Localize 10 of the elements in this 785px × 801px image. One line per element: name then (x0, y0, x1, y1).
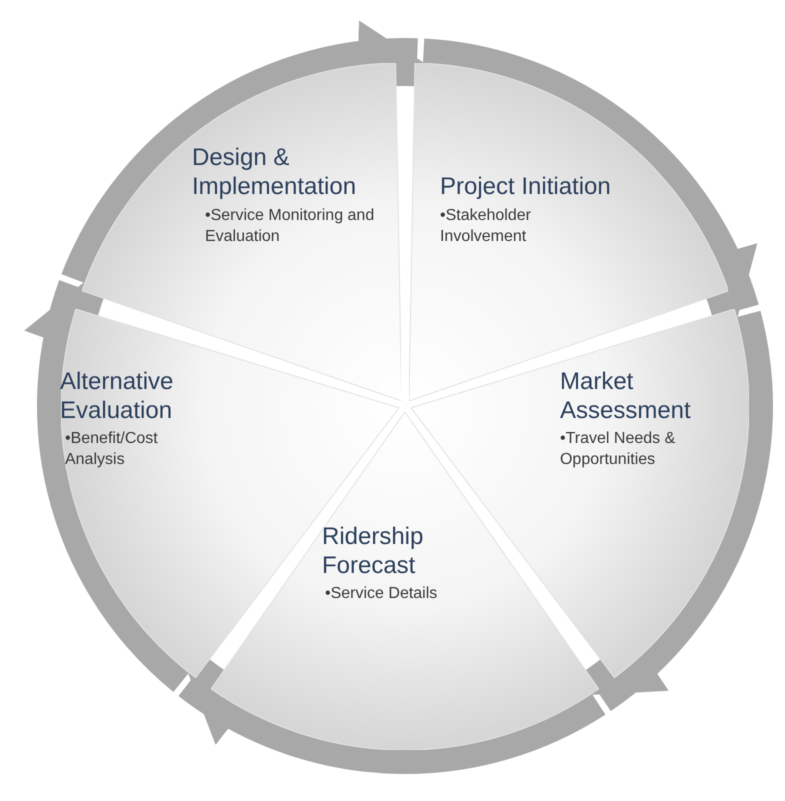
segment-heading: Market Assessment (560, 366, 692, 425)
segment-heading: Ridership Forecast (322, 522, 424, 580)
bullet-text: •Service Details (324, 584, 438, 604)
bullet-text: •Travel Needs & Opportunities (560, 428, 676, 470)
segment-heading: Alternative Evaluation (60, 366, 174, 425)
bullet-text: •Stakeholder Involvement (440, 206, 532, 247)
bullet-text: •Benefit/Cost Analysis (64, 428, 159, 470)
cycle-segment (408, 63, 728, 402)
segment-heading: Project Initiation (440, 172, 612, 201)
curved-arrow (420, 38, 758, 320)
